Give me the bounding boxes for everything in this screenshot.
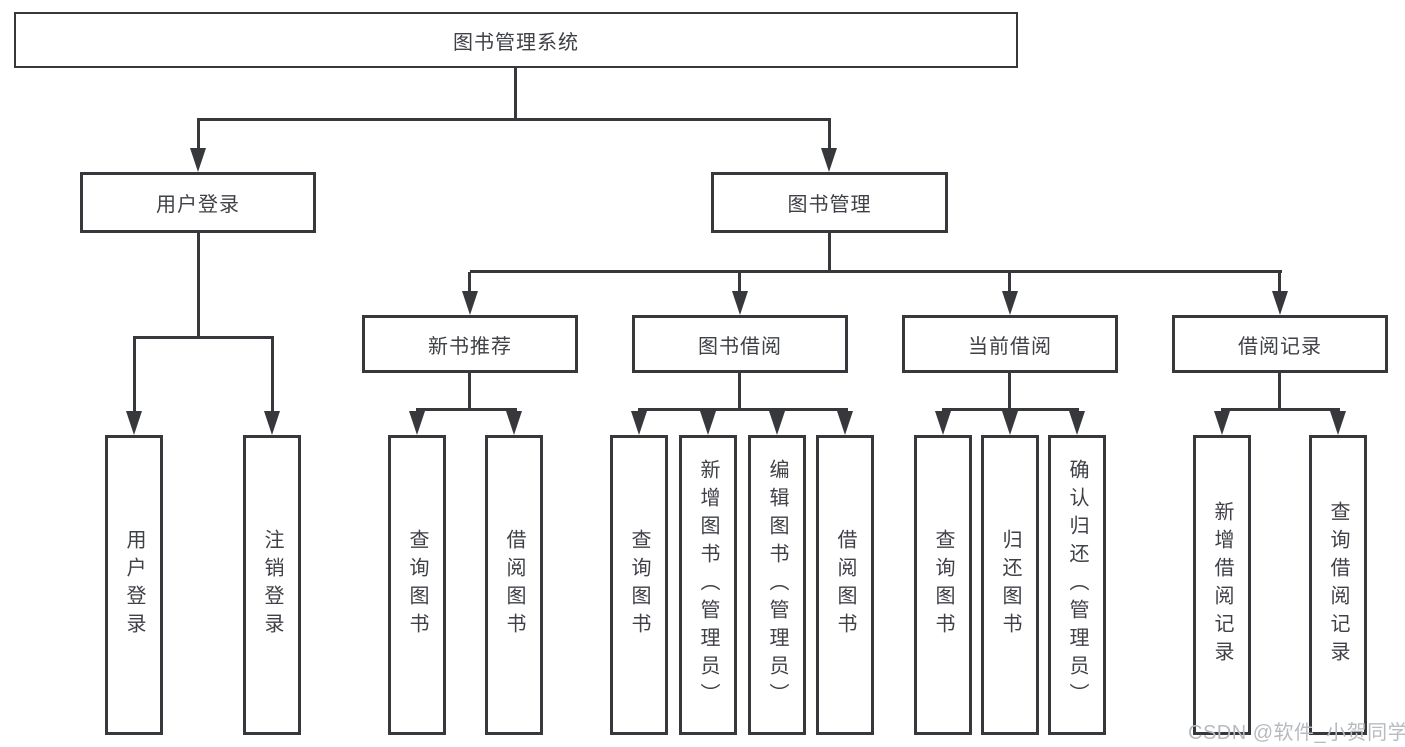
- connector-line: [470, 270, 1282, 273]
- node-book-borrow: 图书借阅: [632, 315, 848, 373]
- node-label: 图书借阅: [698, 335, 782, 358]
- arrow-down-icon: [190, 148, 206, 172]
- leaf-add-books-admin: 新增图书（管理员）: [679, 435, 737, 735]
- leaf-confirm-return-admin: 确认归还（管理员）: [1048, 435, 1106, 735]
- connector-line: [416, 408, 517, 411]
- connector-line: [271, 338, 274, 413]
- node-user-login: 用户登录: [80, 172, 316, 233]
- node-new-book-recommend: 新书推荐: [362, 315, 578, 373]
- leaf-query-books-borrow: 查询图书: [610, 435, 668, 735]
- leaf-edit-books-admin: 编辑图书（管理员）: [748, 435, 806, 735]
- connector-line: [638, 408, 848, 411]
- connector-line: [828, 233, 831, 273]
- arrow-down-icon: [837, 411, 853, 435]
- arrow-down-icon: [1002, 411, 1018, 435]
- arrow-down-icon: [821, 148, 837, 172]
- leaf-query-books-recommend: 查询图书: [388, 435, 446, 735]
- connector-line: [1221, 408, 1340, 411]
- connector-line: [1008, 272, 1011, 293]
- arrow-down-icon: [264, 411, 280, 435]
- connector-line: [738, 373, 741, 411]
- connector-line: [514, 68, 517, 121]
- connector-line: [1008, 373, 1011, 411]
- node-label: 借阅图书: [503, 529, 525, 641]
- node-label: 新增借阅记录: [1211, 501, 1233, 669]
- node-label: 用户登录: [123, 529, 145, 641]
- connector-line: [133, 338, 136, 413]
- node-current-borrow: 当前借阅: [902, 315, 1118, 373]
- node-label: 查询借阅记录: [1327, 501, 1349, 669]
- node-label: 图书管理系统: [453, 31, 579, 54]
- leaf-query-borrow-record: 查询借阅记录: [1309, 435, 1367, 735]
- arrow-down-icon: [769, 411, 785, 435]
- connector-line: [738, 272, 741, 293]
- node-label: 借阅图书: [834, 529, 856, 641]
- node-label: 查询图书: [932, 529, 954, 641]
- node-label: 新书推荐: [428, 335, 512, 358]
- arrow-down-icon: [1214, 411, 1230, 435]
- node-label: 当前借阅: [968, 335, 1052, 358]
- node-label: 图书管理: [787, 194, 872, 216]
- connector-line: [133, 336, 274, 339]
- leaf-borrow-books-recommend: 借阅图书: [485, 435, 543, 735]
- csdn-watermark: CSDN @软件_小贺同学: [1188, 722, 1405, 744]
- arrow-down-icon: [506, 411, 522, 435]
- connector-line: [1278, 373, 1281, 411]
- arrow-down-icon: [732, 291, 748, 315]
- arrow-down-icon: [935, 411, 951, 435]
- connector-line: [1278, 272, 1281, 293]
- arrow-down-icon: [126, 411, 142, 435]
- node-label: 查询图书: [406, 529, 428, 641]
- leaf-return-books: 归还图书: [981, 435, 1039, 735]
- connector-line: [468, 373, 471, 411]
- arrow-down-icon: [1002, 291, 1018, 315]
- arrow-down-icon: [462, 291, 478, 315]
- node-book-management: 图书管理: [711, 172, 948, 233]
- connector-line: [828, 120, 831, 150]
- connector-line: [197, 118, 831, 121]
- arrow-down-icon: [700, 411, 716, 435]
- arrow-down-icon: [1069, 411, 1085, 435]
- arrow-down-icon: [631, 411, 647, 435]
- node-label: 注销登录: [261, 529, 283, 641]
- node-label: 新增图书（管理员）: [697, 459, 719, 711]
- leaf-borrow-books: 借阅图书: [816, 435, 874, 735]
- leaf-add-borrow-record: 新增借阅记录: [1193, 435, 1251, 735]
- node-label: 查询图书: [628, 529, 650, 641]
- leaf-user-login: 用户登录: [105, 435, 163, 735]
- leaf-logout: 注销登录: [243, 435, 301, 735]
- connector-line: [942, 408, 1079, 411]
- arrow-down-icon: [1272, 291, 1288, 315]
- arrow-down-icon: [1330, 411, 1346, 435]
- node-label: 编辑图书（管理员）: [766, 459, 788, 711]
- node-label: 用户登录: [156, 194, 240, 216]
- node-label: 归还图书: [999, 529, 1021, 641]
- arrow-down-icon: [409, 411, 425, 435]
- connector-line: [197, 233, 200, 339]
- node-label: 借阅记录: [1238, 335, 1322, 358]
- connector-line: [468, 272, 471, 293]
- connector-line: [197, 120, 200, 150]
- leaf-query-books-current: 查询图书: [914, 435, 972, 735]
- node-label: 确认归还（管理员）: [1066, 459, 1088, 711]
- node-root-library-system: 图书管理系统: [14, 12, 1018, 68]
- node-borrow-records: 借阅记录: [1172, 315, 1388, 373]
